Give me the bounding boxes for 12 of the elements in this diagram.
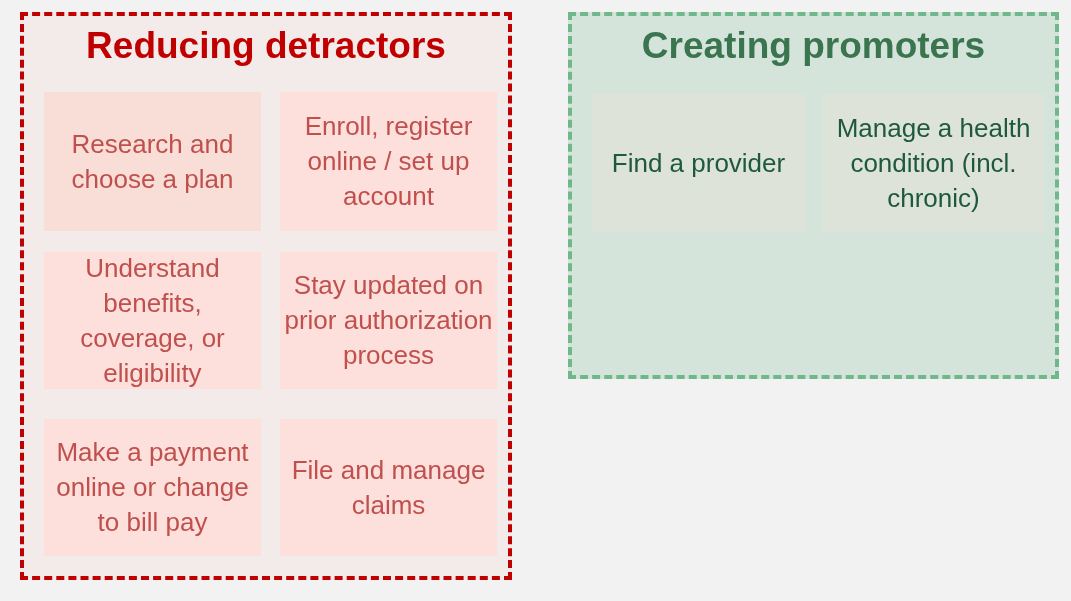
item-label: Make a payment online or change to bill pay: [55, 436, 250, 539]
item-label: Find a provider: [610, 146, 787, 180]
dashed-group-panel: [568, 12, 1059, 379]
group-title: Reducing detractors: [85, 24, 447, 68]
item-label: File and manage claims: [290, 453, 487, 522]
item-label: Understand benefits, coverage, or eligibility: [79, 251, 226, 390]
item-label: Research and choose a plan: [70, 127, 235, 196]
item-label: Manage a health condition (incl. chronic): [835, 111, 1032, 215]
group-title: Creating promoters: [640, 24, 987, 68]
item-label: Enroll, register online / set up account: [303, 110, 474, 213]
dashed-group-panel: [20, 12, 512, 580]
item-label: Stay updated on prior authorization process: [283, 269, 494, 372]
